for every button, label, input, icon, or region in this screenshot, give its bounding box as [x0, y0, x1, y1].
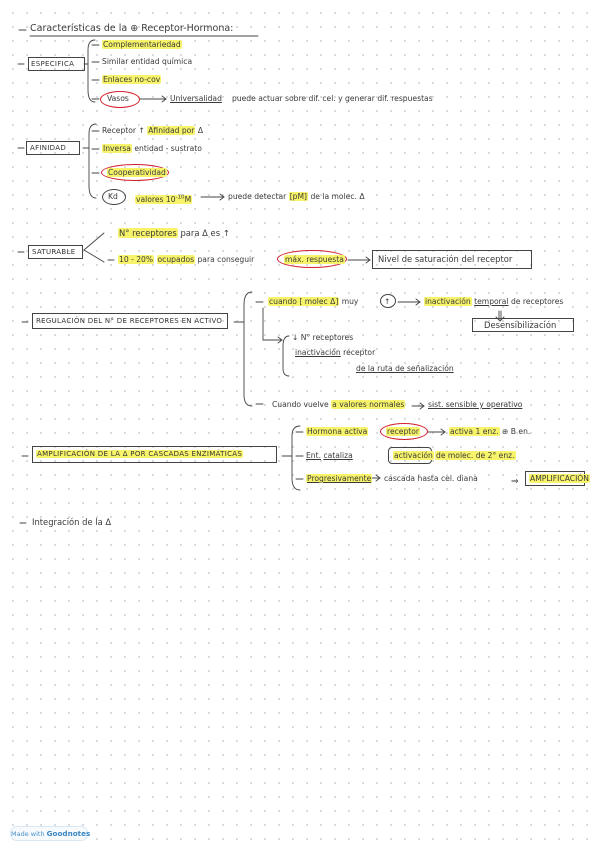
saturation-box — [372, 250, 532, 269]
section-label-regulacion: REGULACIÓN DEL N° DE RECEPTORES EN ACTIV… — [36, 317, 223, 325]
spec-item: Complementariedad — [102, 40, 182, 49]
aff-item: Cooperatividad — [107, 168, 167, 177]
reg-item: sist. sensible y operativo — [428, 400, 523, 409]
amp-item: de molec. de 2° enz. — [435, 451, 516, 460]
section-label-saturable: SATURABLE — [32, 248, 76, 256]
spec-item: Universalidad — [170, 94, 222, 103]
sat-item: 10 - 20% ocupados para conseguir — [118, 255, 255, 264]
reg-item: de la ruta de señalización — [356, 364, 454, 373]
amp-item: Hormona activa — [306, 427, 369, 436]
section-box-regulacion — [32, 313, 228, 329]
desensitization-box — [472, 318, 574, 332]
section-label-amplificacion: AMPLIFICACIÓN DE LA Δ POR CASCADAS ENZIM… — [36, 450, 244, 458]
reg-item: Desensibilización — [484, 320, 557, 330]
implies-arrow: ⇒ — [511, 477, 519, 487]
section-label-especifica: ESPECIFICA — [31, 60, 75, 68]
reg-item: inactivación temporal de receptores — [424, 297, 564, 306]
amp-item: AMPLIFICACIÓN — [529, 474, 590, 483]
amp-item: Progresivamente — [306, 474, 373, 483]
sat-item: Nivel de saturación del receptor — [378, 254, 513, 264]
receptor-circle — [380, 423, 428, 440]
amp-item: activación — [393, 451, 434, 460]
section-box-afinidad — [26, 141, 80, 155]
page-title: Características de la ⊕ Receptor-Hormona… — [30, 23, 234, 34]
aff-item: Receptor ↑ Afinidad por Δ — [102, 126, 204, 135]
section-label-afinidad: AFINIDAD — [30, 144, 67, 152]
amp-item: receptor — [386, 427, 421, 436]
spec-item: puede actuar sobre dif. cel. y generar d… — [232, 94, 433, 103]
spec-item: Enlaces no-cov — [102, 75, 162, 84]
badge-brand: Goodnotes — [46, 829, 91, 838]
badge-prefix: Made with — [11, 830, 45, 838]
reg-item: inactivación receptor — [295, 348, 376, 357]
kd-circle — [102, 189, 126, 205]
section-label-integracion: Integración de la Δ — [32, 517, 112, 527]
section-box-saturable — [28, 245, 83, 259]
section-box-especifica — [28, 57, 85, 71]
red-circle — [100, 91, 140, 108]
goodnotes-badge[interactable]: Made with Goodnotes — [10, 826, 91, 841]
reg-item: ↓ N° receptores — [292, 333, 354, 342]
up-arrow-icon: ↑ — [384, 297, 391, 306]
amp-item: cascada hasta cel. diana — [384, 474, 478, 483]
reg-item: Cuando vuelve a valores normales — [272, 400, 406, 409]
up-arrow-circle — [380, 294, 396, 308]
aff-item: Inversa entidad - sustrato — [102, 144, 202, 153]
aff-item: Kd — [108, 192, 118, 201]
reg-item: cuando [ molec Δ] muy — [268, 297, 359, 306]
amp-item: Ent. cataliza — [306, 451, 353, 460]
sat-item: máx. respuesta — [284, 255, 345, 264]
spec-item: Vasos — [107, 94, 129, 103]
red-circle — [277, 250, 347, 268]
section-box-amplificacion — [32, 446, 277, 463]
spec-item: Similar entidad química — [102, 57, 193, 66]
amp-item: activa 1 enz. ⊕ B en. — [449, 427, 531, 436]
red-circle — [101, 164, 169, 181]
aff-item: puede detectar [pM] de la molec. Δ — [228, 192, 365, 201]
sat-item: N° receptores para Δ es ↑ — [118, 228, 230, 238]
aff-item: valores 10-10M — [135, 194, 193, 204]
